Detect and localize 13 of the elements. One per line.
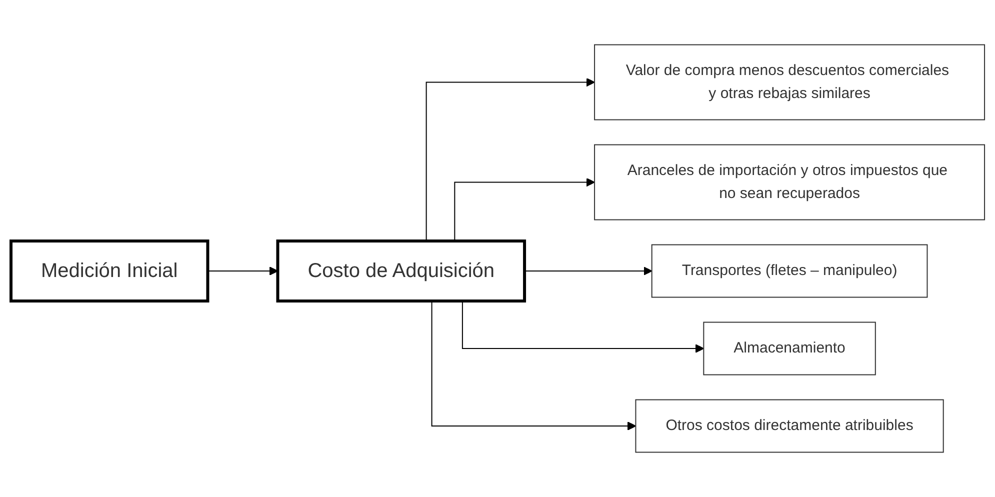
node-box: Medición Inicial [9,240,209,302]
arrow [524,266,652,276]
node-box: Costo de Adquisición [276,240,526,302]
arrow [206,266,278,276]
node-box: Aranceles de importación y otros impuestos que no sean recuperados [594,144,985,220]
arrow [454,178,595,242]
arrow [462,300,704,353]
node-box: Transportes (fletes – manipuleo) [651,244,928,298]
arrow [431,300,636,430]
node-box: Otros costos directamente atribuibles [634,399,944,453]
arrow [426,78,595,242]
node-box: Almacenamiento [702,322,876,376]
node-box: Valor de compra menos descuentos comerciales y otras rebajas similares [594,44,985,120]
